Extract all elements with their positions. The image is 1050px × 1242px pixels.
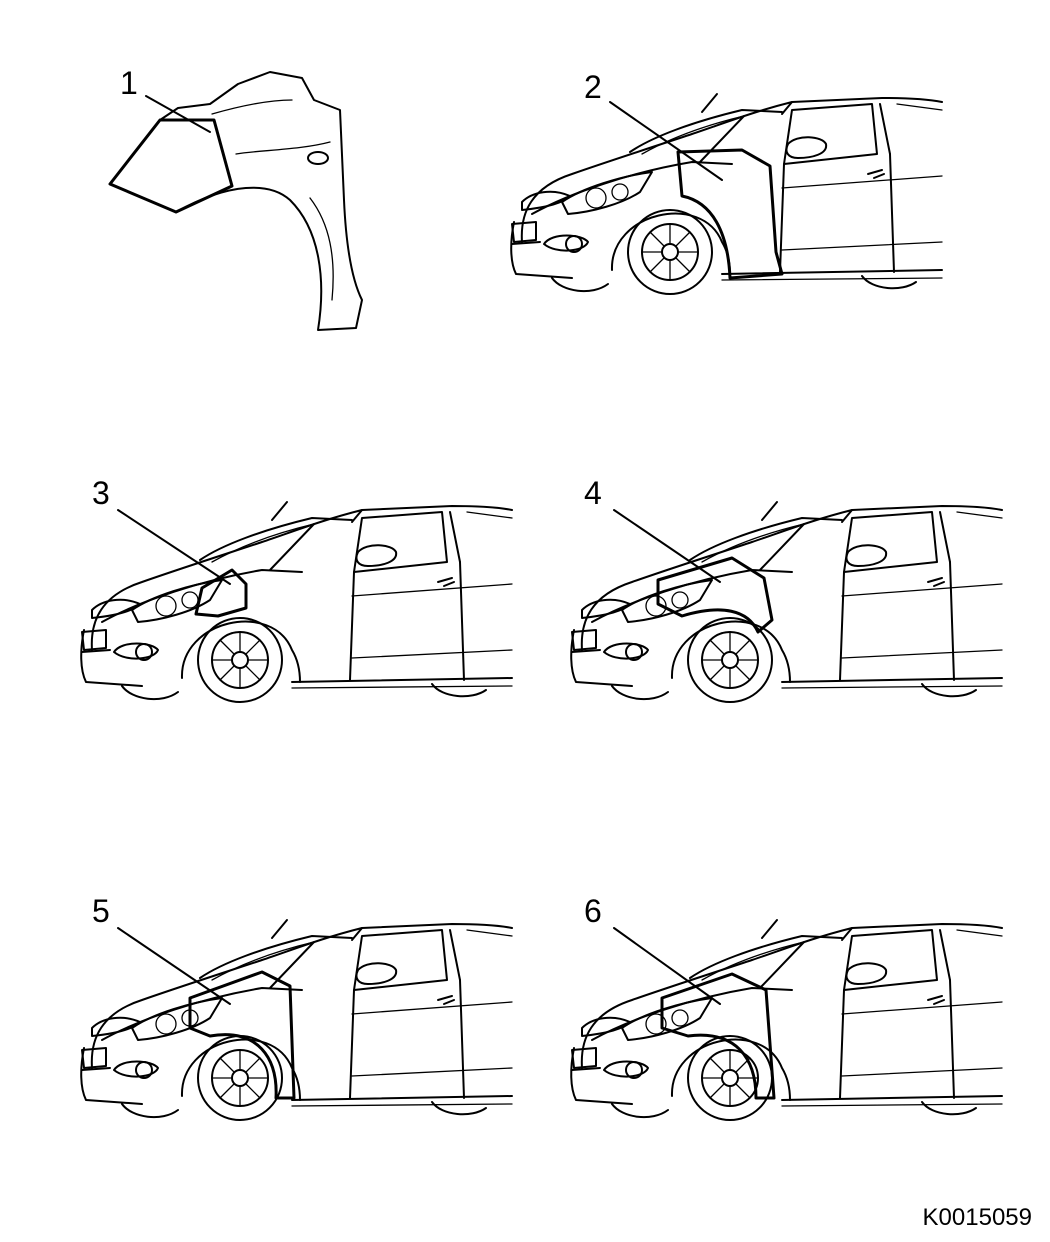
panel-4-vehicle: 4 xyxy=(570,475,1003,703)
reference-code: K0015059 xyxy=(922,1204,1032,1231)
panel-3-vehicle: 3 xyxy=(80,475,513,703)
panel-1-loose-fender: 1 xyxy=(108,65,363,331)
panel-5-vehicle: 5 xyxy=(80,893,513,1121)
callout-5: 5 xyxy=(92,893,110,929)
callout-3: 3 xyxy=(92,475,110,511)
panel-6-vehicle: 6 xyxy=(570,893,1003,1121)
panel-2-vehicle: 2 xyxy=(510,69,943,295)
callout-6: 6 xyxy=(584,893,602,929)
callout-1: 1 xyxy=(120,65,138,101)
callout-4: 4 xyxy=(584,475,602,511)
callout-2: 2 xyxy=(584,69,602,105)
